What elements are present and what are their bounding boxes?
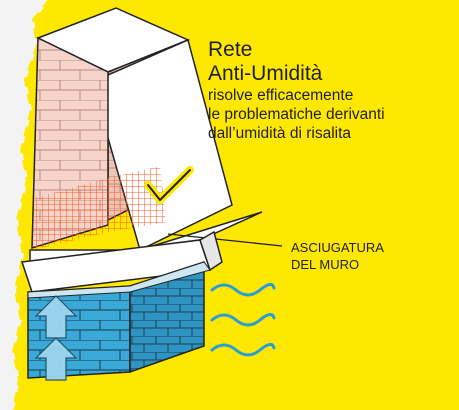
check-icon [144,166,194,204]
description-line-3: dall’umidità di risalita [208,125,352,142]
wave-icon [210,313,276,327]
background-edge-dashes [11,0,52,410]
callout-label: ASCIUGATURA DEL MURO [291,239,384,273]
arrow-up-icon [34,337,78,381]
callout-label-line-2: DEL MURO [291,257,360,272]
wave-icon [210,343,276,357]
concrete-slab-side [199,230,223,272]
lower-wall-top [27,261,211,299]
anti-humidity-mesh-front [32,178,108,250]
product-title-line-2: Anti-Umidità [208,62,323,85]
callout-label-line-1: ASCIUGATURA [291,240,384,255]
description-line-2: le problematiche derivanti [208,106,385,123]
lower-wall-front [27,285,131,379]
wave-icon [210,283,276,297]
anti-humidity-mesh-side [108,166,166,232]
product-title-block: Rete Anti-Umidità risolve efficacemente … [208,38,453,143]
product-title-line-1: Rete [208,38,253,61]
description-line-1: risolve efficacemente [208,87,354,104]
callout-leader-line [167,233,283,247]
